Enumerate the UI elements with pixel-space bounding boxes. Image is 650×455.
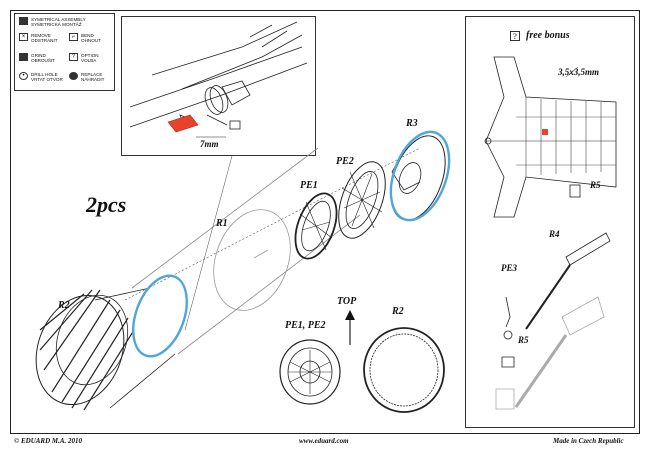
legend-item-grind: Grind Obroušit — [19, 53, 55, 63]
legend-text: Symetrical assembly Symetrická montáž — [31, 17, 86, 28]
replace-icon — [69, 72, 78, 80]
quantity-label: 2pcs — [86, 192, 127, 217]
bonus-drawing — [484, 56, 617, 410]
detail-inset: 7mm — [121, 16, 316, 156]
grind-icon — [19, 53, 28, 61]
legend-text: Remove Odstranit — [31, 33, 58, 44]
inset-dimension-label: 7mm — [200, 139, 219, 149]
legend-item-symmetrical: Symetrical assembly Symetrická montáž — [19, 17, 86, 27]
fuselage-detail-drawing — [129, 21, 308, 138]
origin-text: Made in Czech Republic — [553, 437, 624, 445]
legend-text: Option Volba — [81, 53, 99, 64]
pe1-label: PE1 — [300, 180, 318, 191]
bonus-title: free bonus — [526, 30, 570, 41]
remove-icon: × — [19, 33, 28, 41]
legend-item-drill: • Drill hole Vrtat otvor — [19, 72, 63, 82]
option-icon: ? — [69, 53, 78, 61]
bonus-red-mark — [542, 129, 548, 135]
top-arrow-head — [345, 310, 355, 320]
bonus-dimension: 3,5x3,5mm — [558, 67, 600, 77]
r4-label: R4 — [549, 229, 560, 239]
red-cut-mark — [167, 114, 199, 133]
copyright-text: © EDUARD M.A. 2010 — [14, 437, 83, 445]
legend-text: Replace Nahradit — [81, 72, 105, 83]
symbol-legend: Symetrical assembly Symetrická montáž × … — [14, 13, 115, 91]
bend-icon: ⌐ — [69, 33, 78, 41]
drill-hole-icon: • — [19, 72, 28, 80]
option-icon: ? — [510, 31, 520, 41]
legend-item-option: ? Option Volba — [69, 53, 99, 63]
pe3-label: PE3 — [501, 263, 518, 273]
legend-text: Bend Ohnout — [81, 33, 101, 44]
pe1-pe2-label: PE1, PE2 — [285, 320, 326, 331]
r1-label: R1 — [216, 218, 228, 229]
legend-text: Drill hole Vrtat otvor — [31, 72, 63, 83]
symmetrical-assembly-icon — [19, 17, 28, 25]
legend-item-remove: × Remove Odstranit — [19, 33, 58, 43]
top-label: TOP — [337, 296, 357, 307]
r3-label: R3 — [406, 118, 418, 129]
r2-ring-label: R2 — [392, 306, 404, 317]
r5-bottom-label: R5 — [518, 335, 529, 345]
r2-left-label: R2 — [58, 300, 70, 311]
free-bonus-panel: ? free bonus 3,5x3,5mm R5 R4 PE3 R5 — [465, 16, 635, 428]
legend-text: Grind Obroušit — [31, 53, 55, 64]
r5-top-label: R5 — [590, 180, 601, 190]
legend-item-replace: Replace Nahradit — [69, 72, 104, 82]
legend-item-bend: ⌐ Bend Ohnout — [69, 33, 101, 43]
sheet-frame — [10, 10, 640, 434]
highlight-rings — [132, 130, 451, 358]
pe2-label: PE2 — [336, 156, 354, 167]
website-text: www.eduard.com — [299, 437, 349, 445]
